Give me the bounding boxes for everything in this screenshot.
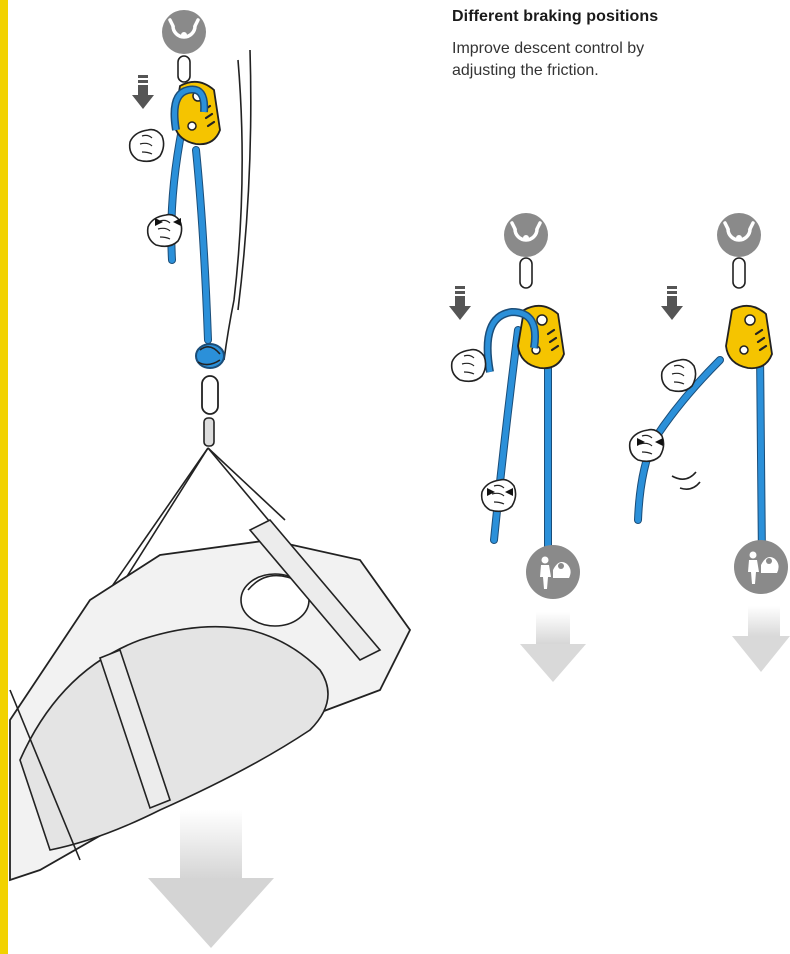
descent-arrow	[148, 810, 274, 948]
rescuer-with-victim-icon	[526, 545, 580, 599]
pull-down-arrow	[449, 286, 471, 320]
descent-arrow	[520, 612, 586, 682]
pull-down-arrow	[661, 286, 683, 320]
anchor-icon	[717, 213, 761, 257]
main-lowering-scene	[10, 10, 410, 948]
rescuer-with-victim-icon	[734, 540, 788, 594]
pull-down-arrow	[132, 75, 154, 109]
descent-arrow	[732, 606, 790, 672]
braking-position-low-friction	[630, 213, 790, 672]
anchor-icon	[504, 213, 548, 257]
braking-position-high-friction	[449, 213, 586, 682]
anchor-icon	[162, 10, 206, 54]
